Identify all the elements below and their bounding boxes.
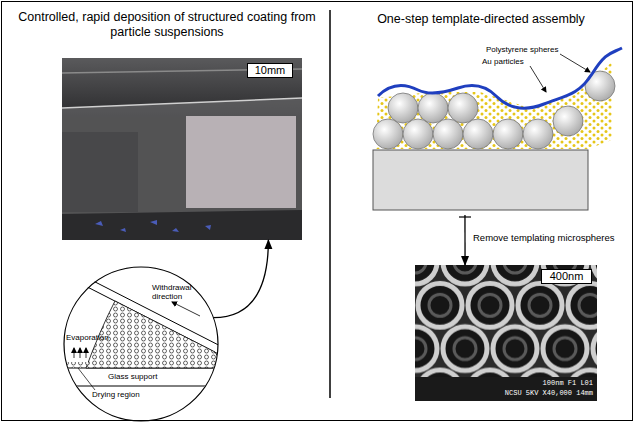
evaporation-arrow <box>80 348 81 358</box>
dried-particle-layer <box>60 362 88 368</box>
scale-bar: 10mm <box>247 63 293 78</box>
scale-bar: 400nm <box>541 269 592 284</box>
circle-outline <box>63 266 219 422</box>
sem-stamp: NCSU 5KV X40,000 14mm <box>419 389 593 397</box>
right-panel: One-step template-directed assemblyPolys… <box>334 6 626 418</box>
photo-frame: 10mm <box>62 58 302 240</box>
leader-arrow <box>530 66 546 92</box>
process-arrow <box>464 215 465 265</box>
sem-image <box>415 265 597 401</box>
sem-frame: 400nm 100nm F1 L01NCSU 5KV X40,000 14mm <box>415 265 597 401</box>
substrate <box>373 150 588 210</box>
photo-specks <box>95 220 211 232</box>
part-label: Withdrawal direction <box>152 284 210 302</box>
left-panel: Controlled, rapid deposition of structur… <box>6 6 324 418</box>
circle-outline <box>64 267 218 421</box>
evaporation-arrow <box>74 348 75 358</box>
panel-title: Controlled, rapid deposition of structur… <box>8 10 326 40</box>
glass-support <box>55 368 235 386</box>
assembly-schematic <box>373 48 622 217</box>
leader-arrow <box>560 54 590 72</box>
deposition-schematic <box>55 264 240 390</box>
uncoated-area <box>62 132 138 212</box>
part-label: Evaporation <box>66 333 126 343</box>
part-label: Polystyrene spheres <box>486 45 586 55</box>
panel-divider <box>329 10 331 398</box>
slide-edge <box>62 98 302 108</box>
polystyrene-spheres <box>373 71 615 149</box>
edge-label: Remove templating microspheres <box>473 232 615 243</box>
coating-photo <box>62 58 302 240</box>
glass-slide <box>62 98 302 214</box>
part-label: Au particles <box>482 57 582 67</box>
suspension-meniscus <box>378 48 622 108</box>
curved-arrow <box>213 240 268 318</box>
inset-circle: Withdrawal directionEvaporationGlass sup… <box>63 266 219 422</box>
leader-line <box>78 368 95 390</box>
part-label: Glass support <box>108 372 188 382</box>
photo-background <box>62 58 302 240</box>
assembly-box: Polystyrene spheres Au particles <box>355 45 620 215</box>
evaporation-arrow <box>86 348 87 358</box>
deposited-film <box>186 116 296 208</box>
sem-info-strip <box>415 377 597 401</box>
panel-title: One-step template-directed assembly <box>336 12 626 27</box>
sem-stamp: 100nm F1 L01 <box>490 379 593 387</box>
part-label: Drying region <box>92 390 172 400</box>
sem-background <box>415 265 597 401</box>
arrow-bar <box>459 216 471 217</box>
au-particles <box>376 62 612 149</box>
withdrawal-arrow <box>172 302 200 316</box>
inverse-opal <box>415 265 597 377</box>
